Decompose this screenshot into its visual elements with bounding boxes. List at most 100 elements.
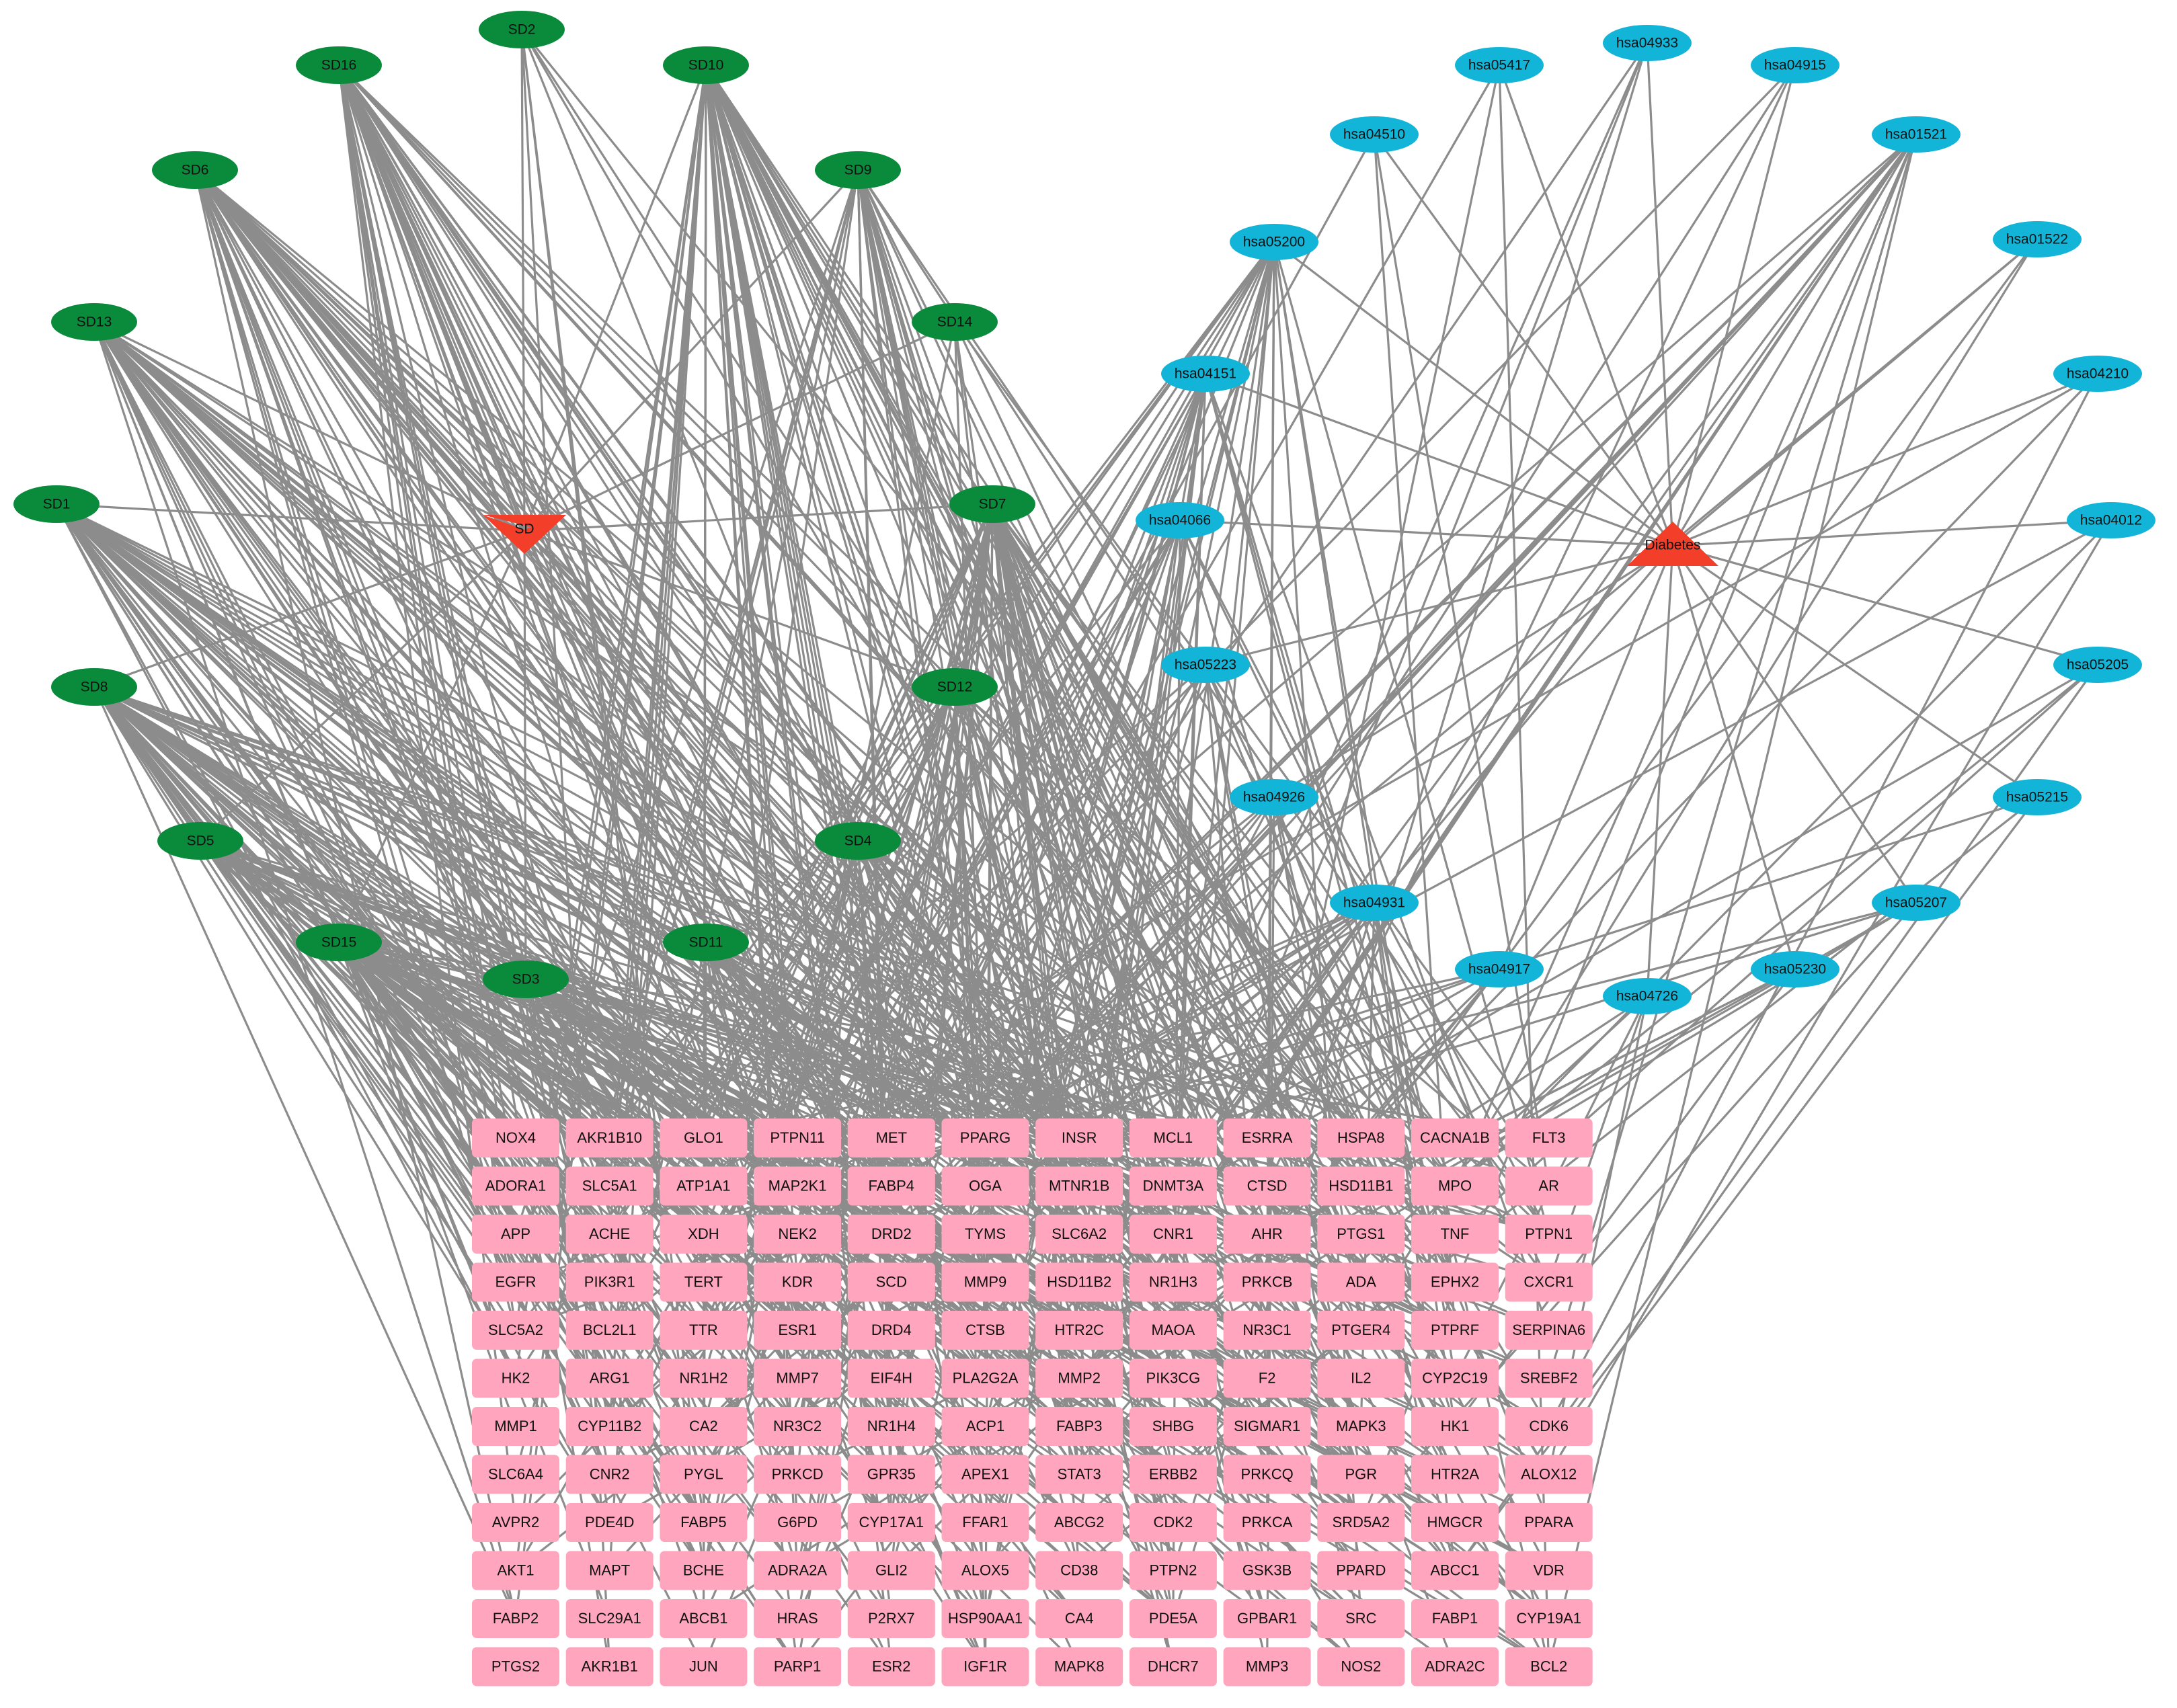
target-node[interactable]: SLC6A2 [1035, 1215, 1123, 1254]
compound-node[interactable]: SD6 [152, 151, 238, 189]
target-node[interactable]: SHBG [1129, 1407, 1217, 1446]
pathway-node[interactable]: hsa04066 [1136, 502, 1224, 538]
pathway-node[interactable]: hsa05223 [1161, 647, 1250, 683]
target-node[interactable]: PRKCB [1223, 1262, 1311, 1302]
pathway-node[interactable]: hsa04012 [2067, 502, 2155, 538]
target-node[interactable]: AKR1B1 [565, 1647, 654, 1686]
target-node[interactable]: NR3C2 [754, 1407, 842, 1446]
target-node[interactable]: JUN [660, 1647, 748, 1686]
target-node[interactable]: BCHE [660, 1551, 748, 1590]
target-node[interactable]: ESRRA [1223, 1119, 1311, 1157]
target-node[interactable]: TTR [660, 1311, 748, 1350]
target-node[interactable]: MMP3 [1223, 1647, 1311, 1686]
target-node[interactable]: ESR1 [754, 1311, 842, 1350]
target-node[interactable]: PRKCA [1223, 1503, 1311, 1542]
target-node[interactable]: F2 [1223, 1358, 1311, 1398]
compound-node[interactable]: SD15 [296, 924, 382, 961]
target-node[interactable]: MTNR1B [1035, 1166, 1123, 1206]
target-node[interactable]: HTR2C [1035, 1311, 1123, 1350]
target-node[interactable]: TYMS [941, 1215, 1029, 1254]
target-node[interactable]: KDR [754, 1262, 842, 1302]
hub-node-diabetes[interactable]: Diabetes [1627, 522, 1718, 566]
pathway-node[interactable]: hsa04917 [1455, 951, 1544, 987]
target-node[interactable]: CTSD [1223, 1166, 1311, 1206]
target-node[interactable]: PIK3R1 [565, 1262, 654, 1302]
target-node[interactable]: CD38 [1035, 1551, 1123, 1590]
compound-node[interactable]: SD10 [663, 46, 749, 84]
target-node[interactable]: VDR [1505, 1551, 1593, 1590]
target-node[interactable]: MMP2 [1035, 1358, 1123, 1398]
target-node[interactable]: FABP4 [847, 1166, 935, 1206]
target-node[interactable]: SERPINA6 [1505, 1311, 1593, 1350]
target-node[interactable]: MAPK3 [1317, 1407, 1405, 1446]
target-node[interactable]: NEK2 [754, 1215, 842, 1254]
target-node[interactable]: DNMT3A [1129, 1166, 1217, 1206]
target-node[interactable]: CDK6 [1505, 1407, 1593, 1446]
target-node[interactable]: PTGS2 [472, 1647, 559, 1686]
target-node[interactable]: HTR2A [1411, 1455, 1499, 1494]
pathway-node[interactable]: hsa04926 [1230, 779, 1318, 815]
target-node[interactable]: ABCG2 [1035, 1503, 1123, 1542]
target-node[interactable]: ALOX5 [941, 1551, 1029, 1590]
target-node[interactable]: HSD11B2 [1035, 1262, 1123, 1302]
target-node[interactable]: PARP1 [754, 1647, 842, 1686]
target-node[interactable]: FABP1 [1411, 1599, 1499, 1638]
target-node[interactable]: XDH [660, 1215, 748, 1254]
compound-node[interactable]: SD13 [51, 303, 137, 341]
target-node[interactable]: HSD11B1 [1317, 1166, 1405, 1206]
compound-node[interactable]: SD4 [815, 822, 901, 860]
target-node[interactable]: FABP3 [1035, 1407, 1123, 1446]
target-node[interactable]: ADA [1317, 1262, 1405, 1302]
target-node[interactable]: PGR [1317, 1455, 1405, 1494]
target-node[interactable]: CA4 [1035, 1599, 1123, 1638]
target-node[interactable]: SLC6A4 [472, 1455, 559, 1494]
target-node[interactable]: GLO1 [660, 1119, 748, 1157]
target-node[interactable]: MAPK8 [1035, 1647, 1123, 1686]
target-node[interactable]: ARG1 [565, 1358, 654, 1398]
target-node[interactable]: CACNA1B [1411, 1119, 1499, 1157]
target-node[interactable]: AKR1B10 [565, 1119, 654, 1157]
target-node[interactable]: ESR2 [847, 1647, 935, 1686]
target-node[interactable]: TNF [1411, 1215, 1499, 1254]
target-node[interactable]: NOS2 [1317, 1647, 1405, 1686]
compound-node[interactable]: SD14 [912, 303, 998, 341]
target-node[interactable]: CYP19A1 [1505, 1599, 1593, 1638]
target-node[interactable]: IL2 [1317, 1358, 1405, 1398]
pathway-node[interactable]: hsa05207 [1872, 885, 1961, 921]
target-node[interactable]: AR [1505, 1166, 1593, 1206]
target-node[interactable]: INSR [1035, 1119, 1123, 1157]
target-node[interactable]: GPR35 [847, 1455, 935, 1494]
target-node[interactable]: AKT1 [472, 1551, 559, 1590]
pathway-node[interactable]: hsa04933 [1603, 25, 1692, 61]
target-node[interactable]: PLA2G2A [941, 1358, 1029, 1398]
pathway-node[interactable]: hsa04931 [1330, 885, 1419, 921]
pathway-node[interactable]: hsa04915 [1751, 47, 1839, 83]
target-node[interactable]: ALOX12 [1505, 1455, 1593, 1494]
compound-node[interactable]: SD3 [483, 961, 569, 998]
pathway-node[interactable]: hsa04210 [2053, 356, 2142, 392]
compound-node[interactable]: SD7 [949, 485, 1035, 523]
target-node[interactable]: MAPT [565, 1551, 654, 1590]
pathway-node[interactable]: hsa05215 [1993, 779, 2082, 815]
pathway-node[interactable]: hsa05200 [1230, 224, 1318, 260]
target-node[interactable]: EIF4H [847, 1358, 935, 1398]
target-node[interactable]: MET [847, 1119, 935, 1157]
target-node[interactable]: ABCC1 [1411, 1551, 1499, 1590]
target-node[interactable]: NOX4 [472, 1119, 559, 1157]
target-node[interactable]: GSK3B [1223, 1551, 1311, 1590]
target-node[interactable]: HSP90AA1 [941, 1599, 1029, 1638]
target-node[interactable]: HSPA8 [1317, 1119, 1405, 1157]
target-node[interactable]: PTGS1 [1317, 1215, 1405, 1254]
target-node[interactable]: BCL2L1 [565, 1311, 654, 1350]
pathway-node[interactable]: hsa05417 [1455, 47, 1544, 83]
compound-node[interactable]: SD8 [51, 668, 137, 706]
target-node[interactable]: MMP7 [754, 1358, 842, 1398]
target-node[interactable]: PDE5A [1129, 1599, 1217, 1638]
target-node[interactable]: OGA [941, 1166, 1029, 1206]
pathway-node[interactable]: hsa01521 [1872, 116, 1961, 153]
target-node[interactable]: FABP5 [660, 1503, 748, 1542]
target-node[interactable]: CNR2 [565, 1455, 654, 1494]
target-node[interactable]: MCL1 [1129, 1119, 1217, 1157]
target-node[interactable]: CTSB [941, 1311, 1029, 1350]
target-node[interactable]: P2RX7 [847, 1599, 935, 1638]
